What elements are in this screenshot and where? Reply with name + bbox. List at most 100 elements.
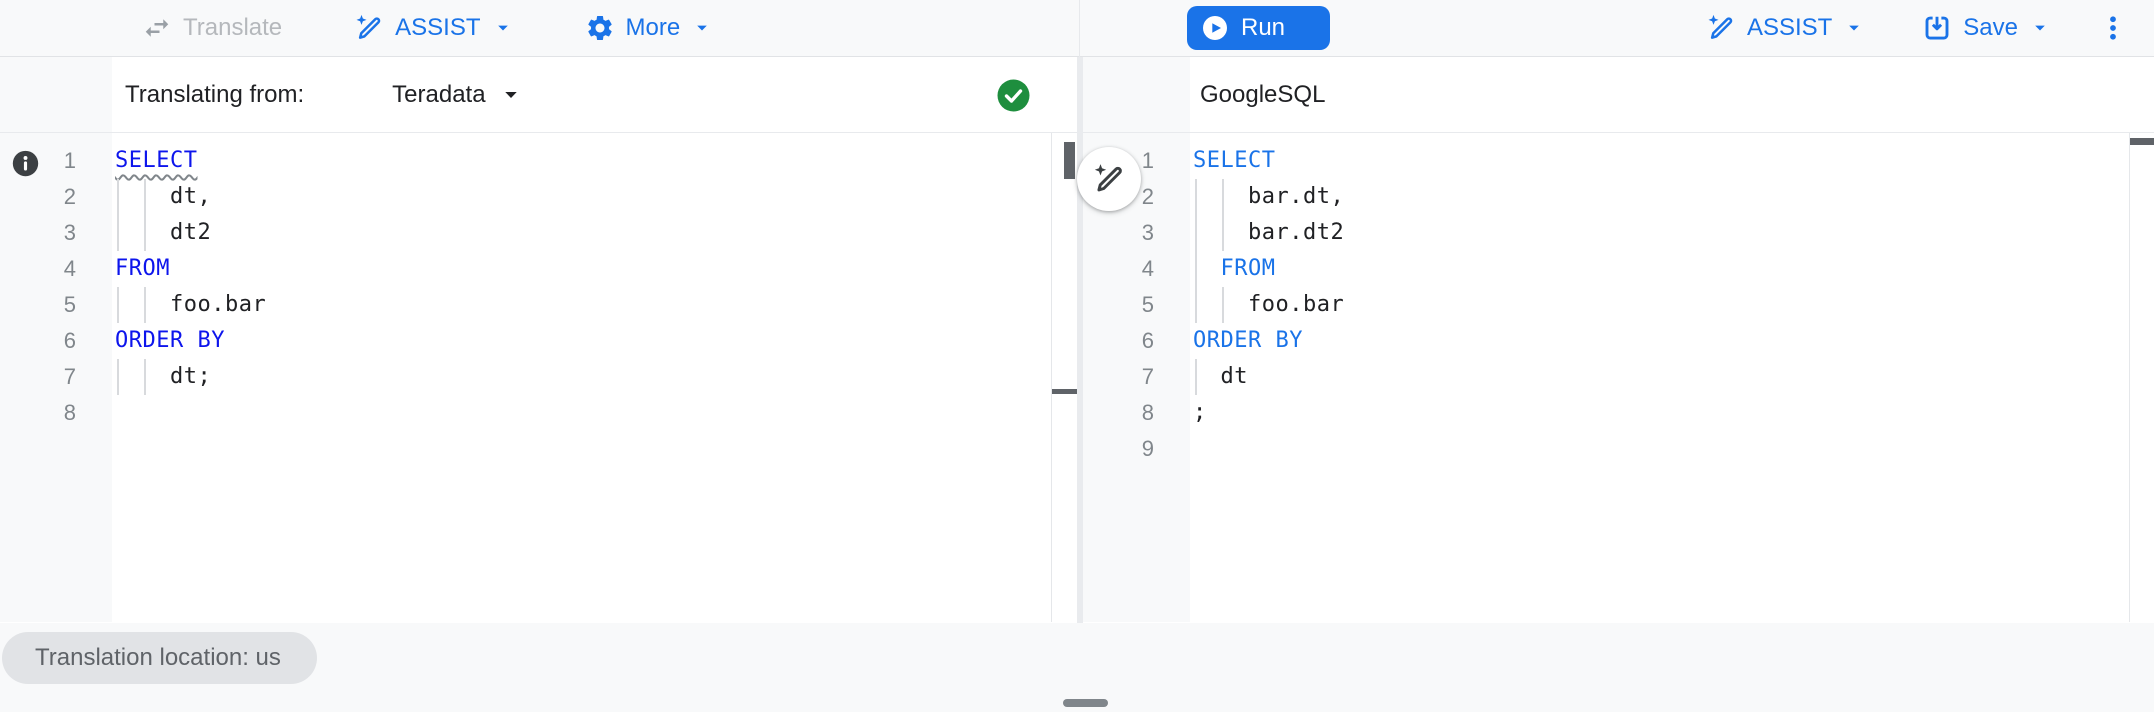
indent-guide	[1222, 179, 1224, 215]
gutter-spacer	[0, 57, 112, 132]
footer: Translation location: us	[0, 623, 2154, 712]
code-line[interactable]: SELECT	[1193, 143, 2129, 179]
assist-button-right[interactable]: ASSIST	[1706, 13, 1864, 43]
code-line[interactable]: foo.bar	[1193, 287, 2129, 323]
translating-from-label: Translating from:	[125, 80, 305, 108]
source-header-row: Translating from: Teradata	[0, 57, 1077, 133]
translate-label: Translate	[183, 14, 283, 41]
run-label: Run	[1241, 14, 1286, 41]
line-number: 5	[1141, 292, 1154, 317]
indent-guide	[117, 287, 119, 323]
more-label: More	[625, 14, 681, 41]
assist-label: ASSIST	[395, 14, 481, 41]
toolbar: Translate ASSIST	[0, 0, 2154, 57]
code-line[interactable]: FROM	[115, 251, 1051, 287]
code-line[interactable]: dt2	[115, 215, 1051, 251]
line-number: 4	[1141, 256, 1154, 281]
sql-text: foo.bar	[1193, 292, 1345, 317]
info-icon[interactable]	[11, 149, 40, 178]
assist-fab-button[interactable]	[1077, 147, 1141, 211]
run-button[interactable]: Run	[1187, 6, 1330, 50]
pen-spark-icon	[354, 13, 384, 43]
chevron-down-icon	[1844, 18, 1864, 38]
source-scroll-marker[interactable]	[1052, 389, 1078, 394]
code-line[interactable]: dt;	[115, 359, 1051, 395]
assist-label: ASSIST	[1746, 14, 1833, 41]
indent-guide	[1195, 251, 1197, 287]
source-dialect-dropdown[interactable]: Teradata	[392, 81, 521, 109]
chevron-down-icon	[692, 18, 712, 38]
save-label: Save	[1963, 14, 2018, 41]
code-line[interactable]: dt,	[115, 179, 1051, 215]
line-number: 6	[1141, 328, 1154, 353]
code-line[interactable]	[115, 395, 1051, 431]
code-line[interactable]: foo.bar	[115, 287, 1051, 323]
save-button[interactable]: Save	[1922, 13, 2050, 43]
splitter-grip[interactable]	[1063, 699, 1108, 707]
line-number: 6	[63, 328, 76, 353]
sql-text	[1193, 256, 1221, 281]
more-button[interactable]: More	[585, 13, 713, 43]
code-line[interactable]: ;	[1193, 395, 2129, 431]
sql-keyword: SELECT	[1193, 148, 1276, 173]
overflow-menu-icon[interactable]	[2098, 13, 2128, 43]
line-number: 8	[1141, 400, 1154, 425]
translation-success-icon	[997, 79, 1030, 112]
code-line[interactable]	[1193, 431, 2129, 467]
target-header-row: GoogleSQL	[1083, 57, 2154, 133]
code-line[interactable]: SELECT	[115, 143, 1051, 179]
code-line[interactable]: ORDER BY	[115, 323, 1051, 359]
target-scrollbar-track[interactable]	[2129, 133, 2154, 622]
gutter-spacer	[1083, 57, 1190, 132]
indent-guide	[117, 179, 119, 215]
line-number: 3	[63, 220, 76, 245]
save-icon	[1922, 13, 1952, 43]
sql-keyword: FROM	[1220, 256, 1276, 281]
code-line[interactable]: FROM	[1193, 251, 2129, 287]
indent-guide	[117, 359, 119, 395]
translate-button[interactable]: Translate	[142, 13, 282, 43]
sql-text: foo.bar	[115, 292, 267, 317]
chevron-down-icon	[2030, 18, 2050, 38]
panel-divider[interactable]	[1077, 57, 1083, 623]
sql-text: dt,	[115, 184, 212, 209]
line-number: 7	[63, 364, 76, 389]
line-number: 2	[1141, 184, 1154, 209]
indent-guide	[144, 215, 146, 251]
source-scrollbar-thumb[interactable]	[1064, 142, 1075, 179]
target-scrollbar-thumb[interactable]	[2130, 138, 2154, 145]
line-number: 5	[63, 292, 76, 317]
code-line[interactable]: bar.dt2	[1193, 215, 2129, 251]
sql-keyword: ORDER BY	[115, 328, 225, 353]
sql-keyword: FROM	[115, 256, 170, 281]
gear-icon	[585, 13, 615, 43]
sql-text: bar.dt2	[1193, 220, 1345, 245]
pen-spark-icon	[1706, 13, 1736, 43]
code-line[interactable]: bar.dt,	[1193, 179, 2129, 215]
indent-guide	[144, 179, 146, 215]
sql-text: dt;	[115, 364, 212, 389]
play-circle-icon	[1201, 14, 1229, 42]
target-dialect-label: GoogleSQL	[1200, 80, 1326, 108]
code-line[interactable]: dt	[1193, 359, 2129, 395]
line-number: 7	[1141, 364, 1154, 389]
sql-text: dt	[1193, 364, 1248, 389]
source-scrollbar-track[interactable]	[1051, 133, 1078, 622]
line-number: 9	[1141, 436, 1154, 461]
sql-text: bar.dt,	[1193, 184, 1345, 209]
chevron-down-icon	[500, 84, 522, 106]
indent-guide	[144, 359, 146, 395]
indent-guide	[1195, 215, 1197, 251]
line-number: 2	[63, 184, 76, 209]
code-line[interactable]: ORDER BY	[1193, 323, 2129, 359]
assist-button[interactable]: ASSIST	[354, 13, 512, 43]
indent-guide	[1195, 179, 1197, 215]
line-number: 4	[63, 256, 76, 281]
